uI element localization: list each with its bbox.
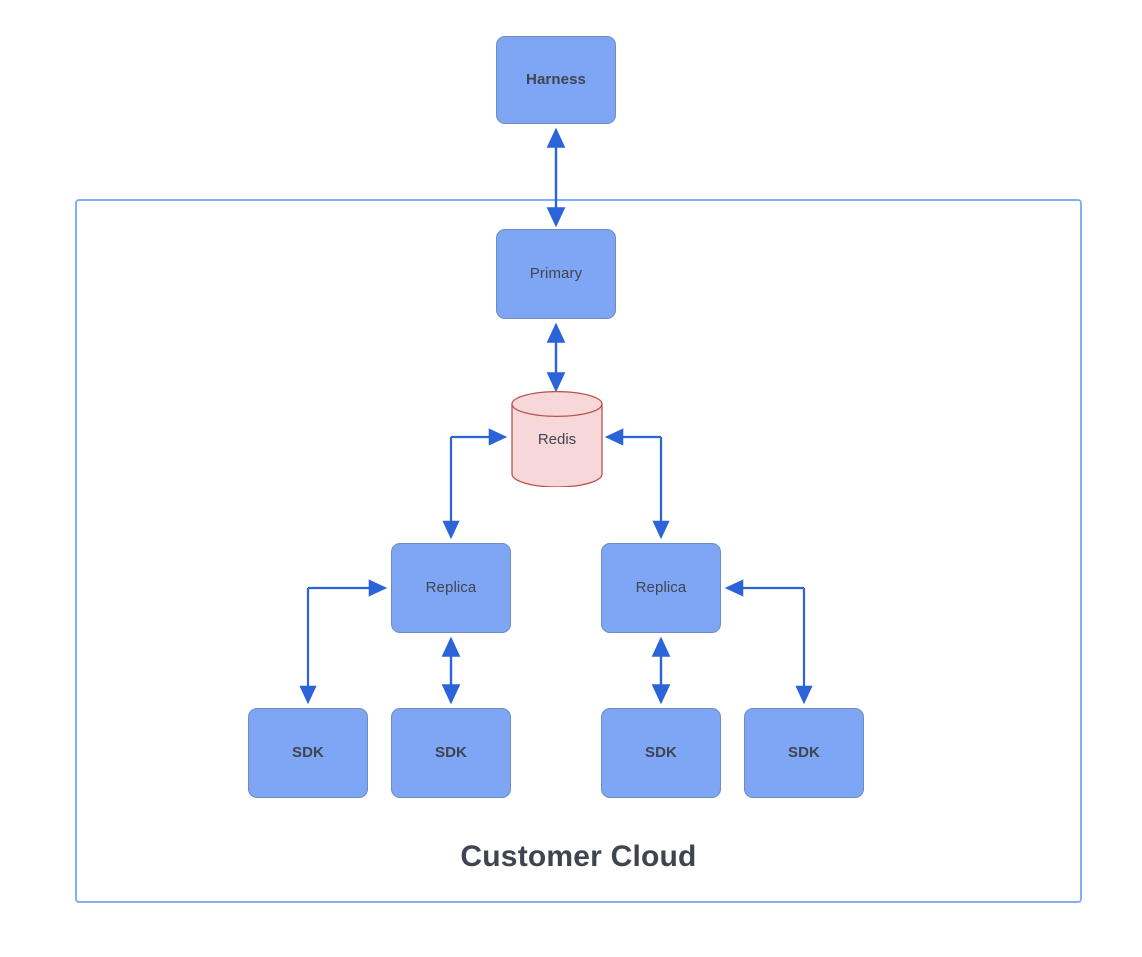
- node-harness[interactable]: Harness: [496, 36, 616, 124]
- node-sdk-1-label: SDK: [292, 744, 324, 761]
- node-sdk-4-label: SDK: [788, 744, 820, 761]
- cylinder-shape: [511, 390, 603, 488]
- node-sdk-2[interactable]: SDK: [391, 708, 511, 798]
- node-replica-left-label: Replica: [425, 579, 477, 596]
- customer-cloud-label: Customer Cloud: [460, 840, 697, 873]
- node-primary-label: Primary: [529, 265, 583, 282]
- node-sdk-1[interactable]: SDK: [248, 708, 368, 798]
- node-primary[interactable]: Primary: [496, 229, 616, 319]
- node-replica-left[interactable]: Replica: [391, 543, 511, 633]
- node-redis[interactable]: [511, 390, 603, 488]
- customer-cloud-container: [75, 199, 1082, 903]
- node-sdk-3[interactable]: SDK: [601, 708, 721, 798]
- node-sdk-2-label: SDK: [435, 744, 467, 761]
- node-replica-right-label: Replica: [635, 579, 687, 596]
- node-harness-label: Harness: [526, 71, 586, 88]
- node-replica-right[interactable]: Replica: [601, 543, 721, 633]
- node-sdk-3-label: SDK: [645, 744, 677, 761]
- node-sdk-4[interactable]: SDK: [744, 708, 864, 798]
